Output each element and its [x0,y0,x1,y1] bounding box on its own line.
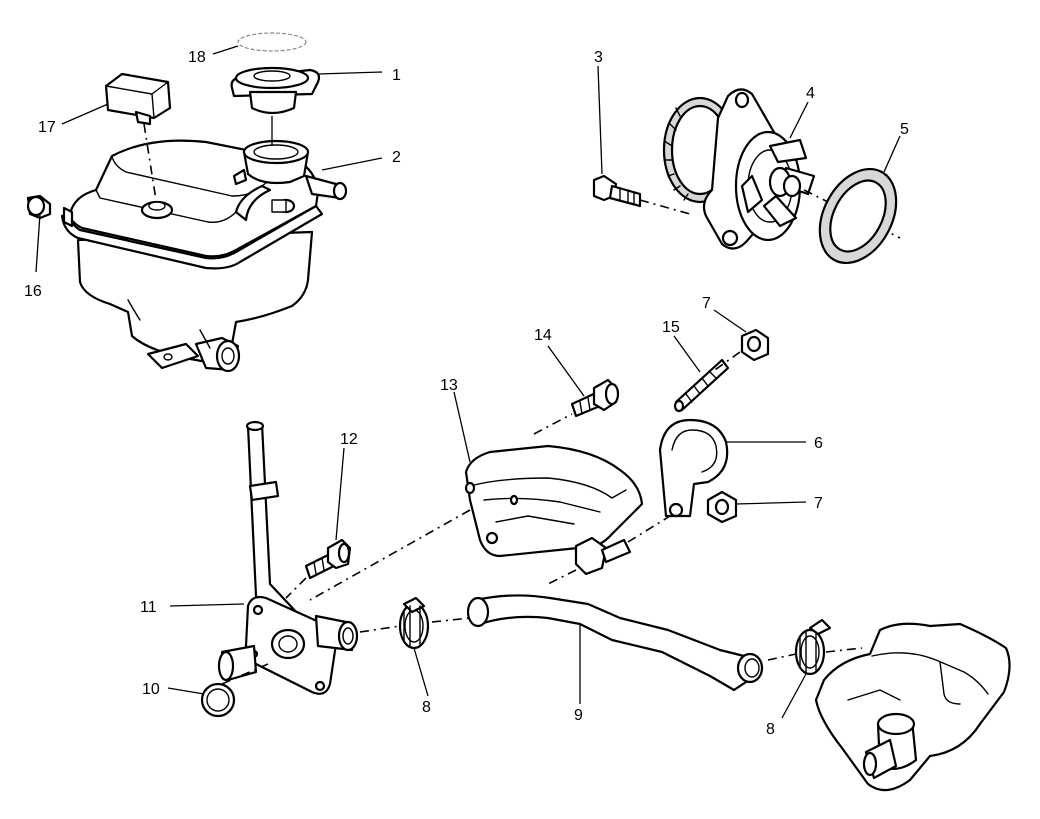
coolant-reservoir-tank [60,139,348,373]
callout-12: 12 [340,431,358,448]
part-4-water-pump [662,88,816,250]
part-13-bracket [464,444,644,558]
part-14-bolt [570,378,620,418]
part-9-coolant-hose [466,594,764,692]
callout-10: 10 [142,681,160,698]
part-7-nut-lower [706,490,738,524]
part-11-pipe-housing [217,420,359,695]
part-18-seal [237,32,307,52]
callout-9: 9 [574,707,583,724]
part-8-hose-clamp-right [794,618,832,676]
callout-4: 4 [806,85,815,102]
callout-1: 1 [392,67,401,84]
callout-6: 6 [814,435,823,452]
callout-18: 18 [188,49,206,66]
callout-2: 2 [392,149,401,166]
part-1-pressure-cap [230,66,321,115]
bracket-bolt [574,536,632,576]
callout-labels: 18 1 2 17 16 3 4 5 7 15 14 13 6 7 12 11 … [24,49,909,738]
part-16-plug [26,194,52,220]
part-5-gasket [818,167,898,265]
part-7-nut-upper [740,328,770,362]
part-6-clamp [658,418,729,518]
callout-5: 5 [900,121,909,138]
part-15-stud [673,358,730,413]
callout-7-lower: 7 [814,495,823,512]
part-12-bolt [304,538,352,580]
callout-3: 3 [594,49,603,66]
callout-8-right: 8 [766,721,775,738]
callout-15: 15 [662,319,680,336]
callout-14: 14 [534,327,552,344]
part-3-bolt [592,174,642,208]
callout-8-left: 8 [422,699,431,716]
callout-16: 16 [24,283,42,300]
leader-lines [35,45,901,719]
callout-7-upper: 7 [702,295,711,312]
part-17-level-cap [104,72,172,126]
part-10-o-ring [200,682,236,718]
engine-casting [814,622,1011,792]
callout-11: 11 [140,599,157,616]
callout-13: 13 [440,377,458,394]
callout-17: 17 [38,119,56,136]
part-8-hose-clamp-left [398,596,430,650]
